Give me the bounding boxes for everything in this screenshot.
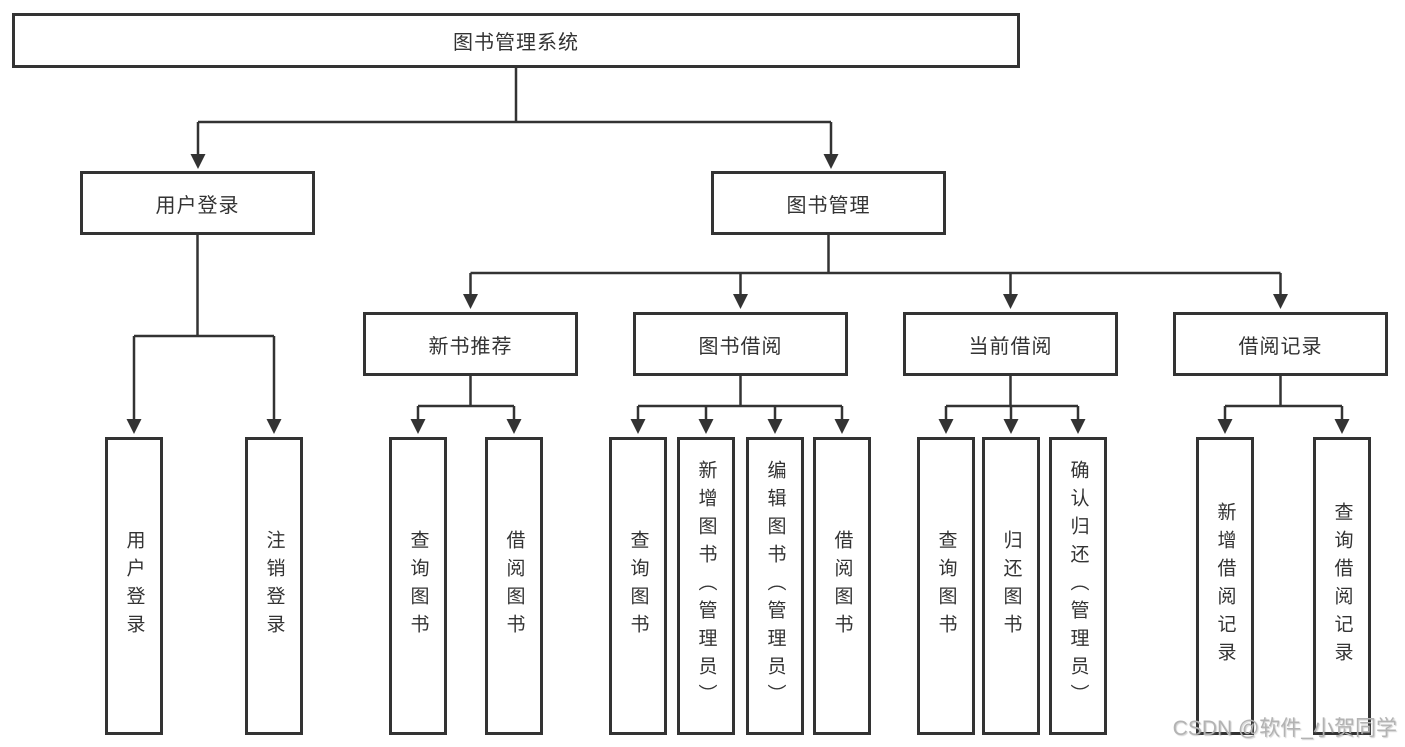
leaf-records-add-record: 新增借阅记录: [1196, 437, 1254, 735]
connector-current-trunk: [946, 376, 1078, 408]
node-library-management-system: 图书管理系统: [12, 13, 1020, 68]
leaf-newbook-query-books: 查询图书: [389, 437, 447, 735]
connector-root-trunk: [198, 68, 831, 124]
connector-new-book-trunk: [418, 376, 514, 408]
node-current-borrowing: 当前借阅: [903, 312, 1118, 376]
connector-user-login-trunk: [134, 235, 274, 338]
node-borrow-records: 借阅记录: [1173, 312, 1388, 376]
leaf-current-query-books: 查询图书: [917, 437, 975, 735]
leaf-current-return-books: 归还图书: [982, 437, 1040, 735]
connector-borrowing-trunk: [638, 376, 842, 408]
node-user-login: 用户登录: [80, 171, 315, 235]
leaf-current-confirm-return-admin: 确认归还（管理员）: [1049, 437, 1107, 735]
leaf-borrowing-add-books-admin: 新增图书（管理员）: [677, 437, 735, 735]
leaf-records-query-record: 查询借阅记录: [1313, 437, 1371, 735]
node-book-management: 图书管理: [711, 171, 946, 235]
leaf-user-login: 用户登录: [105, 437, 163, 735]
leaf-borrowing-borrow-books: 借阅图书: [813, 437, 871, 735]
node-new-book-recommend: 新书推荐: [363, 312, 578, 376]
leaf-borrowing-edit-books-admin: 编辑图书（管理员）: [746, 437, 804, 735]
csdn-watermark: CSDN @软件_小贺同学: [1172, 717, 1397, 740]
connector-book-management-trunk: [470, 235, 1281, 275]
leaf-borrowing-query-books: 查询图书: [609, 437, 667, 735]
leaf-newbook-borrow-books: 借阅图书: [485, 437, 543, 735]
connector-records-trunk: [1225, 376, 1342, 408]
node-book-borrowing: 图书借阅: [633, 312, 848, 376]
leaf-logout: 注销登录: [245, 437, 303, 735]
